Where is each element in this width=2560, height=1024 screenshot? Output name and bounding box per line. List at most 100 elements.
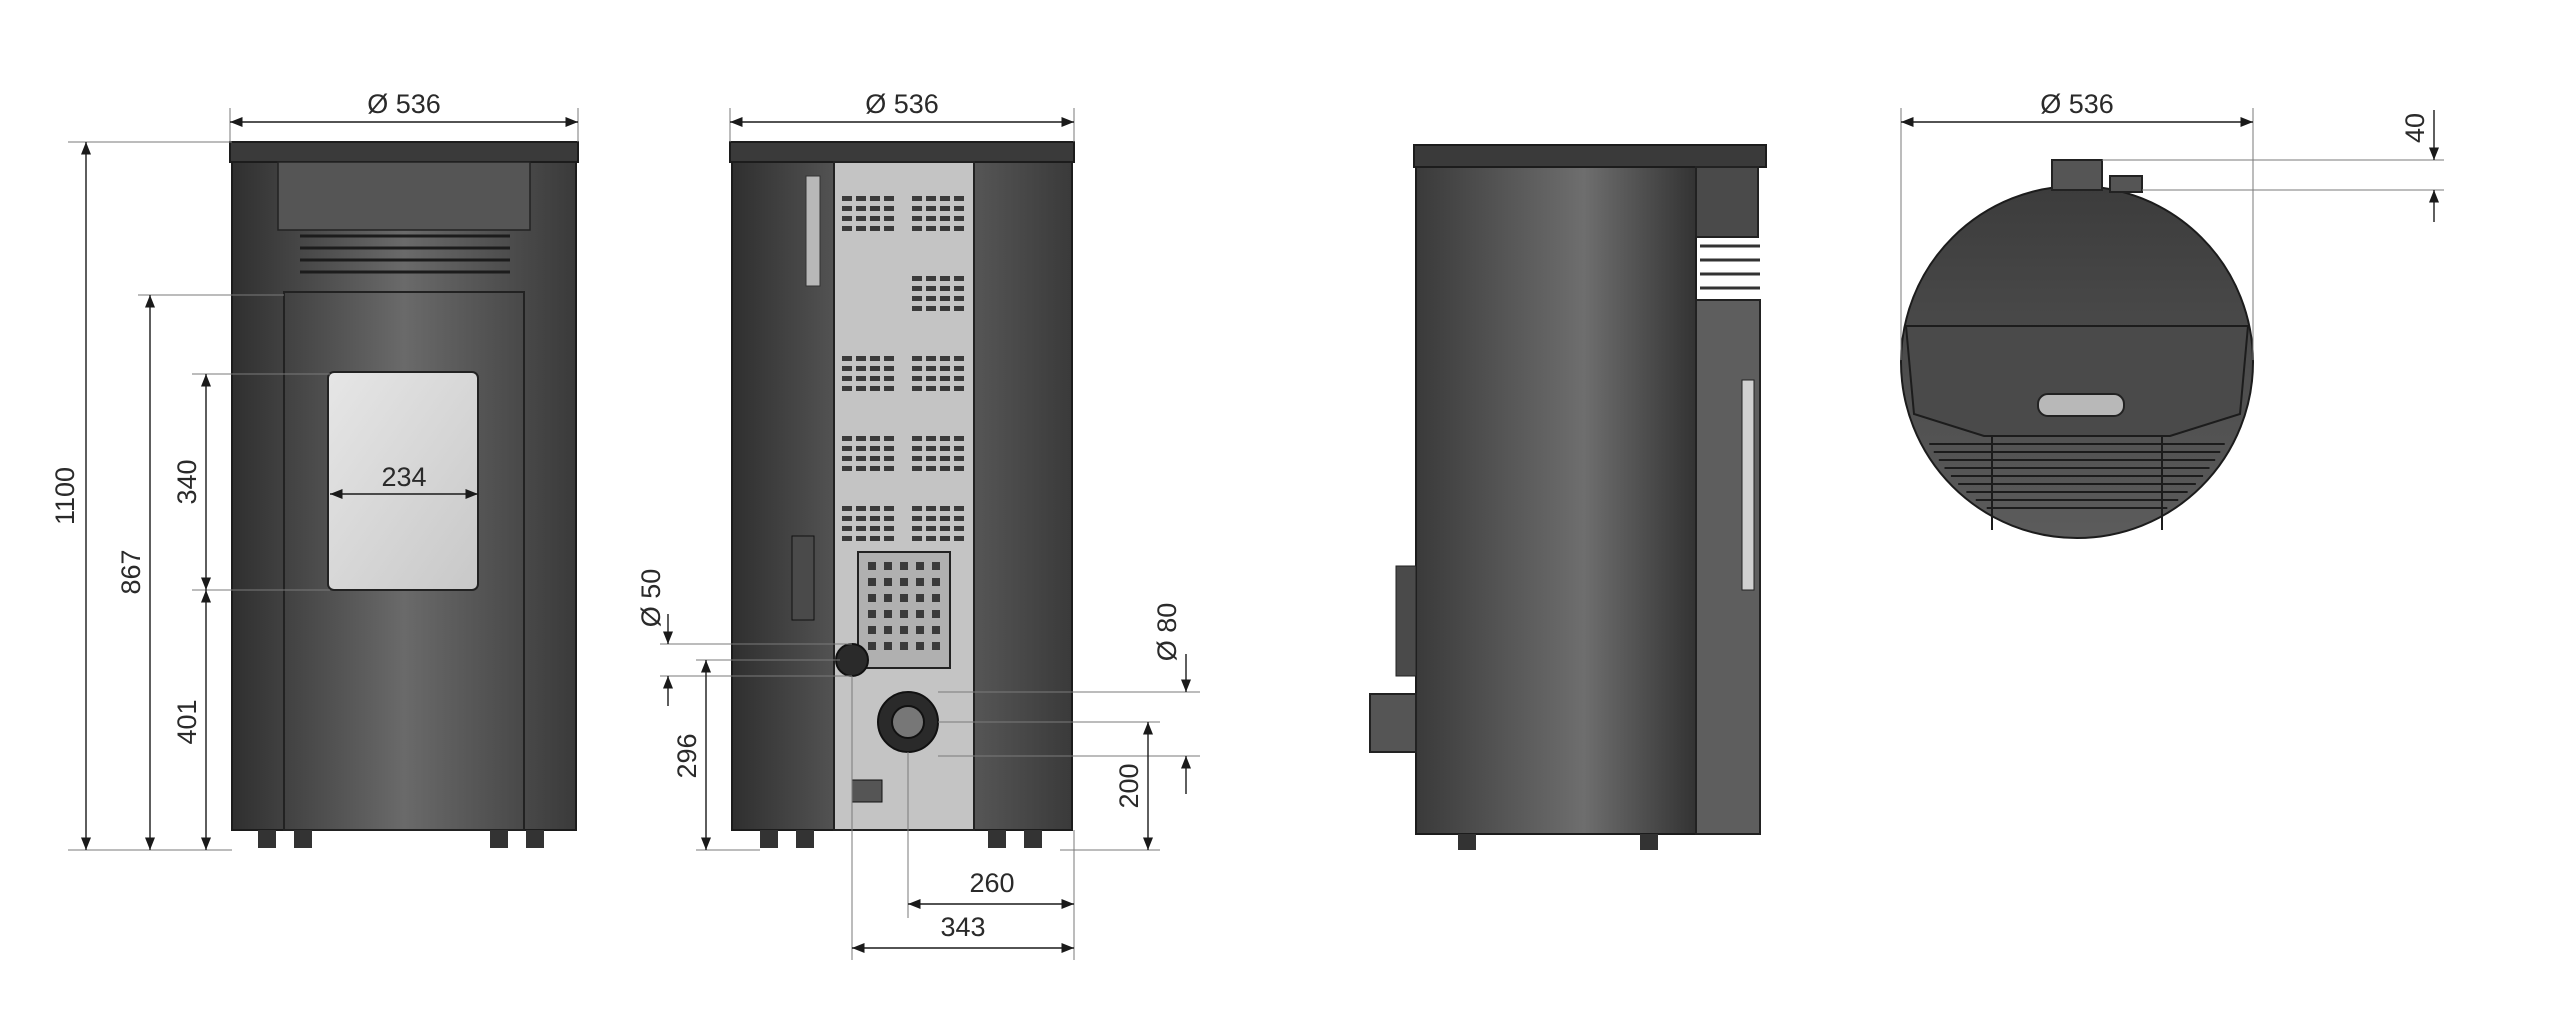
grille-hole [884,562,892,570]
grille-hole [868,626,876,634]
vent-slot [954,216,964,221]
vent-slot [884,536,894,541]
vent-slot [884,356,894,361]
grille-hole [900,610,908,618]
front-view [229,141,579,848]
vent-slot [940,286,950,291]
vent-slot [856,366,866,371]
flue-offset-label: 260 [969,868,1014,898]
vent-slot [954,276,964,281]
vent-slot [856,206,866,211]
side-feet [1458,834,1658,850]
vent-slot [954,286,964,291]
side-door-handle [1741,379,1755,591]
vent-slot [912,456,922,461]
side-body [1415,166,1697,835]
grille-hole [932,578,940,586]
vent-slot [884,366,894,371]
vent-slot [940,506,950,511]
vent-slot [912,206,922,211]
grille-hole [932,594,940,602]
vent-slot [912,436,922,441]
side-upper-back [1695,166,1759,238]
front-width-label: Ø 536 [367,89,441,119]
side-rear-box [1395,565,1417,677]
vent-slot [940,516,950,521]
vent-slot [926,526,936,531]
vent-slot [856,386,866,391]
vent-slot [884,386,894,391]
vent-slot [884,376,894,381]
grille-hole [932,642,940,650]
grille-hole [884,642,892,650]
air-inlet-height-label: 296 [672,733,702,778]
vent-slot [954,456,964,461]
air-offset-label: 343 [940,912,985,942]
vent-slot [912,356,922,361]
rear-handle [805,175,821,287]
vent-slot [926,196,936,201]
vent-slot [940,276,950,281]
vent-slot [926,356,936,361]
vent-slot [856,196,866,201]
vent-slot [912,466,922,471]
vent-slot [842,466,852,471]
vent-slot [912,536,922,541]
vent-slot [856,376,866,381]
vent-slot [842,356,852,361]
front-glass-bottom-label: 401 [172,699,202,744]
vent-slot [940,446,950,451]
vent-slot [842,376,852,381]
vent-slot [940,466,950,471]
grille-hole [884,626,892,634]
grille-hole [900,578,908,586]
vent-slot [940,216,950,221]
vent-slot [954,306,964,311]
vent-slot [954,516,964,521]
vent-slot [842,196,852,201]
rear-vent-grid [842,196,964,541]
vent-slot [940,226,950,231]
vent-slot [912,276,922,281]
front-glass-height-label: 340 [172,459,202,504]
flue-outlet-inner [891,705,925,739]
vent-slot [856,436,866,441]
vent-slot [912,366,922,371]
vent-slot [870,456,880,461]
top-flue-protrusion-label: 40 [2400,113,2430,143]
rear-view [729,141,1075,848]
grille-hole [884,610,892,618]
vent-slot [954,226,964,231]
vent-slot [940,306,950,311]
vent-slot [870,216,880,221]
vent-slot [884,436,894,441]
vent-slot [884,516,894,521]
vent-slot [912,216,922,221]
grille-hole [916,610,924,618]
top-glass-panel [1904,325,2250,437]
air-inlet [835,643,869,677]
vent-slot [870,206,880,211]
vent-slot [870,366,880,371]
vent-slot [842,526,852,531]
vent-slot [940,376,950,381]
vent-slot [870,506,880,511]
vent-slot [856,516,866,521]
vent-slot [870,446,880,451]
rear-grille-holes [868,562,940,650]
vent-slot [940,386,950,391]
grille-hole [916,578,924,586]
vent-slot [884,506,894,511]
vent-slot [842,226,852,231]
vent-slot [926,226,936,231]
top-air-collar [2109,175,2143,193]
vent-slot [842,506,852,511]
side-view [1369,144,1767,850]
vent-slot [940,206,950,211]
flue-height-label: 200 [1114,763,1144,808]
grille-hole [916,642,924,650]
vent-slot [856,216,866,221]
vent-slot [926,436,936,441]
vent-slot [842,366,852,371]
vent-slot [926,206,936,211]
